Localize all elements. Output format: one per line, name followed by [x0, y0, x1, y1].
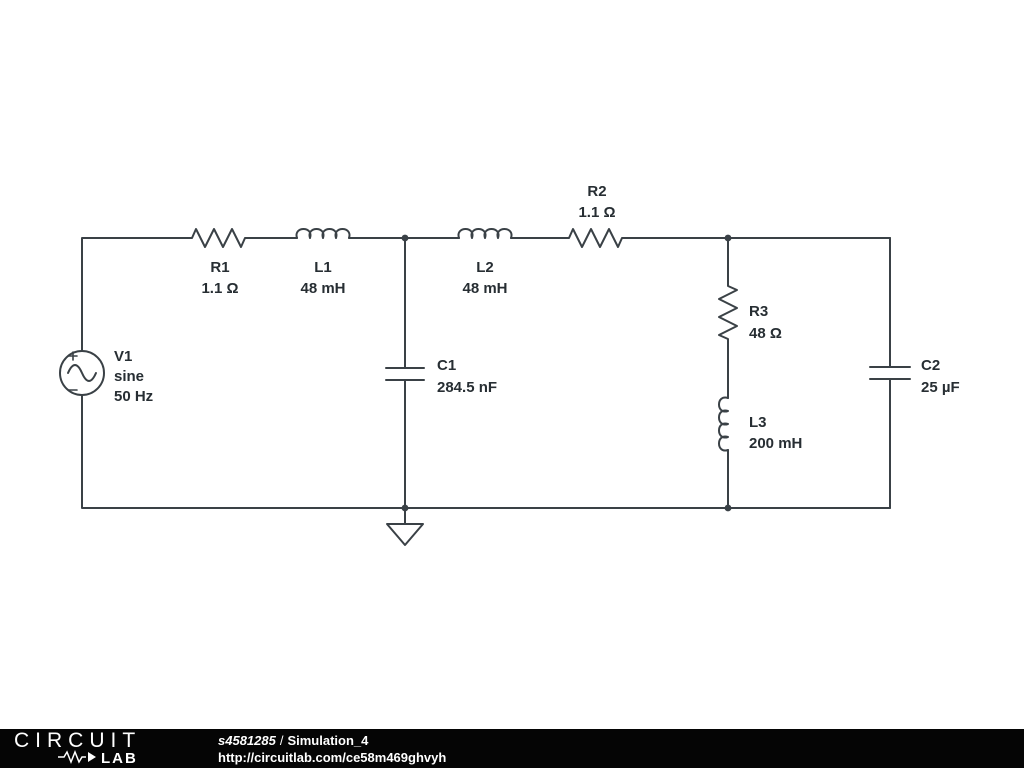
schematic-canvas: V1 sine 50 Hz R1 1.1 Ω L1 48 mH C1 284.5…	[59, 183, 960, 546]
component-v1-source[interactable]	[59, 350, 105, 396]
wires	[81, 237, 891, 509]
component-l2-inductor[interactable]	[457, 228, 513, 239]
label-v1-type: sine	[114, 368, 144, 385]
label-r1-value: 1.1 Ω	[201, 280, 238, 297]
label-l1-value: 48 mH	[300, 280, 345, 297]
label-v1-name: V1	[114, 348, 132, 365]
footer-bar: CIRCUIT LAB s4581285/Simulation_4 http:/…	[0, 729, 1024, 768]
ground-symbol[interactable]	[386, 507, 424, 546]
node-dot	[401, 234, 409, 242]
node-dot	[724, 234, 732, 242]
separator: /	[279, 733, 284, 748]
label-l3-value: 200 mH	[749, 435, 802, 452]
node-dot	[724, 504, 732, 512]
component-c1-capacitor[interactable]	[385, 367, 425, 381]
waveform-arrow-icon	[58, 749, 98, 768]
label-r2-value: 1.1 Ω	[578, 204, 615, 221]
ground-triangle	[386, 523, 424, 546]
label-c1-name: C1	[437, 357, 456, 374]
logo-text-lab: LAB	[101, 750, 138, 767]
label-v1-freq: 50 Hz	[114, 388, 153, 405]
label-l1-name: L1	[314, 259, 332, 276]
logo-text-circuit: CIRCUIT	[14, 729, 142, 752]
footer-doc-line: s4581285/Simulation_4	[218, 732, 446, 749]
label-l2-value: 48 mH	[462, 280, 507, 297]
doc-id: s4581285	[218, 733, 276, 748]
inductor-coil	[457, 228, 513, 239]
component-r1-resistor[interactable]	[187, 228, 253, 248]
label-c2-name: C2	[921, 357, 940, 374]
label-l3-name: L3	[749, 414, 767, 431]
inductor-coil	[295, 228, 351, 239]
resistor-zigzag	[564, 228, 630, 248]
plus-icon	[68, 351, 78, 361]
component-l1-inductor[interactable]	[295, 228, 351, 239]
label-r3-name: R3	[749, 303, 768, 320]
sine-wave-icon	[67, 364, 97, 382]
component-l3-inductor[interactable]	[718, 396, 729, 452]
component-c2-capacitor[interactable]	[869, 366, 911, 380]
simulation-title: Simulation_4	[287, 733, 369, 748]
circuitlab-logo: CIRCUIT LAB	[14, 729, 184, 768]
label-l2-name: L2	[476, 259, 494, 276]
resistor-zigzag	[718, 281, 738, 347]
label-r1-name: R1	[210, 259, 229, 276]
wire-top-left	[81, 237, 189, 352]
resistor-zigzag	[187, 228, 253, 248]
node-dot	[401, 504, 409, 512]
component-r3-resistor[interactable]	[718, 281, 738, 347]
inductor-coil	[718, 396, 729, 452]
footer-url: http://circuitlab.com/ce58m469ghvyh	[218, 750, 447, 765]
component-r2-resistor[interactable]	[564, 228, 630, 248]
label-r2-name: R2	[587, 183, 606, 200]
wire-bottom	[81, 394, 891, 509]
label-c1-value: 284.5 nF	[437, 379, 497, 396]
label-r3-value: 48 Ω	[749, 325, 782, 342]
label-c2-value: 25 µF	[921, 379, 960, 396]
